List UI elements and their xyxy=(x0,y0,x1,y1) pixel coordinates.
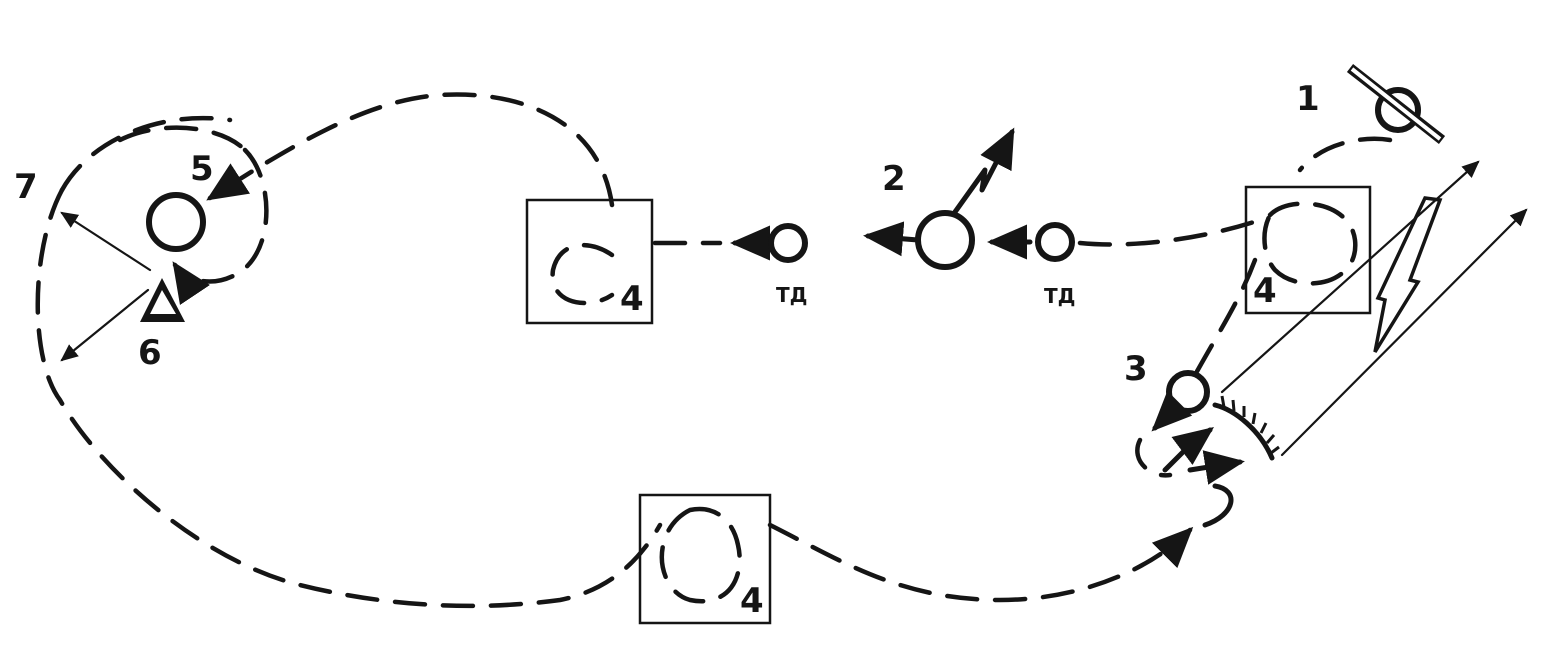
label-station-6: 6 xyxy=(138,333,162,373)
station-3-circle xyxy=(1166,370,1210,414)
label-td-left: ТД xyxy=(776,283,807,307)
label-station-7: 7 xyxy=(14,167,38,207)
label-box-4-bottom: 4 xyxy=(740,581,764,621)
label-station-3: 3 xyxy=(1124,349,1148,389)
label-station-2: 2 xyxy=(882,159,906,199)
station-1-circle xyxy=(1375,87,1421,133)
arrow-6-to-7-bottom xyxy=(60,288,150,362)
bottom-return-path xyxy=(767,522,1194,603)
hook-arrow xyxy=(1202,483,1234,528)
label-station-5: 5 xyxy=(190,149,214,189)
label-station-1: 1 xyxy=(1296,79,1320,119)
label-box-4-middle: 4 xyxy=(620,279,644,319)
outer-loop-path xyxy=(35,187,663,609)
station-1-bar-inner xyxy=(1350,67,1442,141)
box-4-bottom xyxy=(638,493,772,625)
line-td-right-to-box xyxy=(1077,217,1263,247)
box-4-middle xyxy=(525,198,654,325)
arrow-3-down xyxy=(1151,390,1193,432)
arrow-2-to-left xyxy=(863,221,921,257)
zigzag-arrow-icon xyxy=(1373,196,1443,353)
line-1-to-box xyxy=(1297,136,1393,173)
station-6-triangle-inner xyxy=(150,290,176,314)
checkmark-arrow xyxy=(1162,427,1214,473)
td-right-circle xyxy=(1035,222,1075,262)
station-5-circle xyxy=(146,192,206,252)
box-4-bottom-inner-loop xyxy=(659,506,742,604)
station-5-orbit-top xyxy=(117,125,248,153)
td-left-circle xyxy=(768,223,808,263)
box-4-right-inner-loop xyxy=(1262,201,1358,286)
hatch-marks xyxy=(1220,395,1280,455)
label-td-right: ТД xyxy=(1044,284,1075,308)
label-box-4-right: 4 xyxy=(1253,271,1277,311)
station-3-bottom-loop xyxy=(1135,437,1173,478)
small-hook-arrow xyxy=(1187,450,1245,485)
box-4-right xyxy=(1244,185,1372,315)
box-to-5-path xyxy=(206,92,615,208)
arrow-6-to-7-top xyxy=(60,211,152,272)
hatched-wall xyxy=(1212,402,1275,461)
station-2-circle xyxy=(915,210,975,270)
line-box-to-3 xyxy=(1192,257,1258,378)
box-4-middle-inner-loop xyxy=(550,242,615,306)
loop-top-path xyxy=(59,115,233,193)
lightning-arrow-icon xyxy=(952,127,1015,215)
diagonal-arrow-b xyxy=(1280,208,1528,457)
